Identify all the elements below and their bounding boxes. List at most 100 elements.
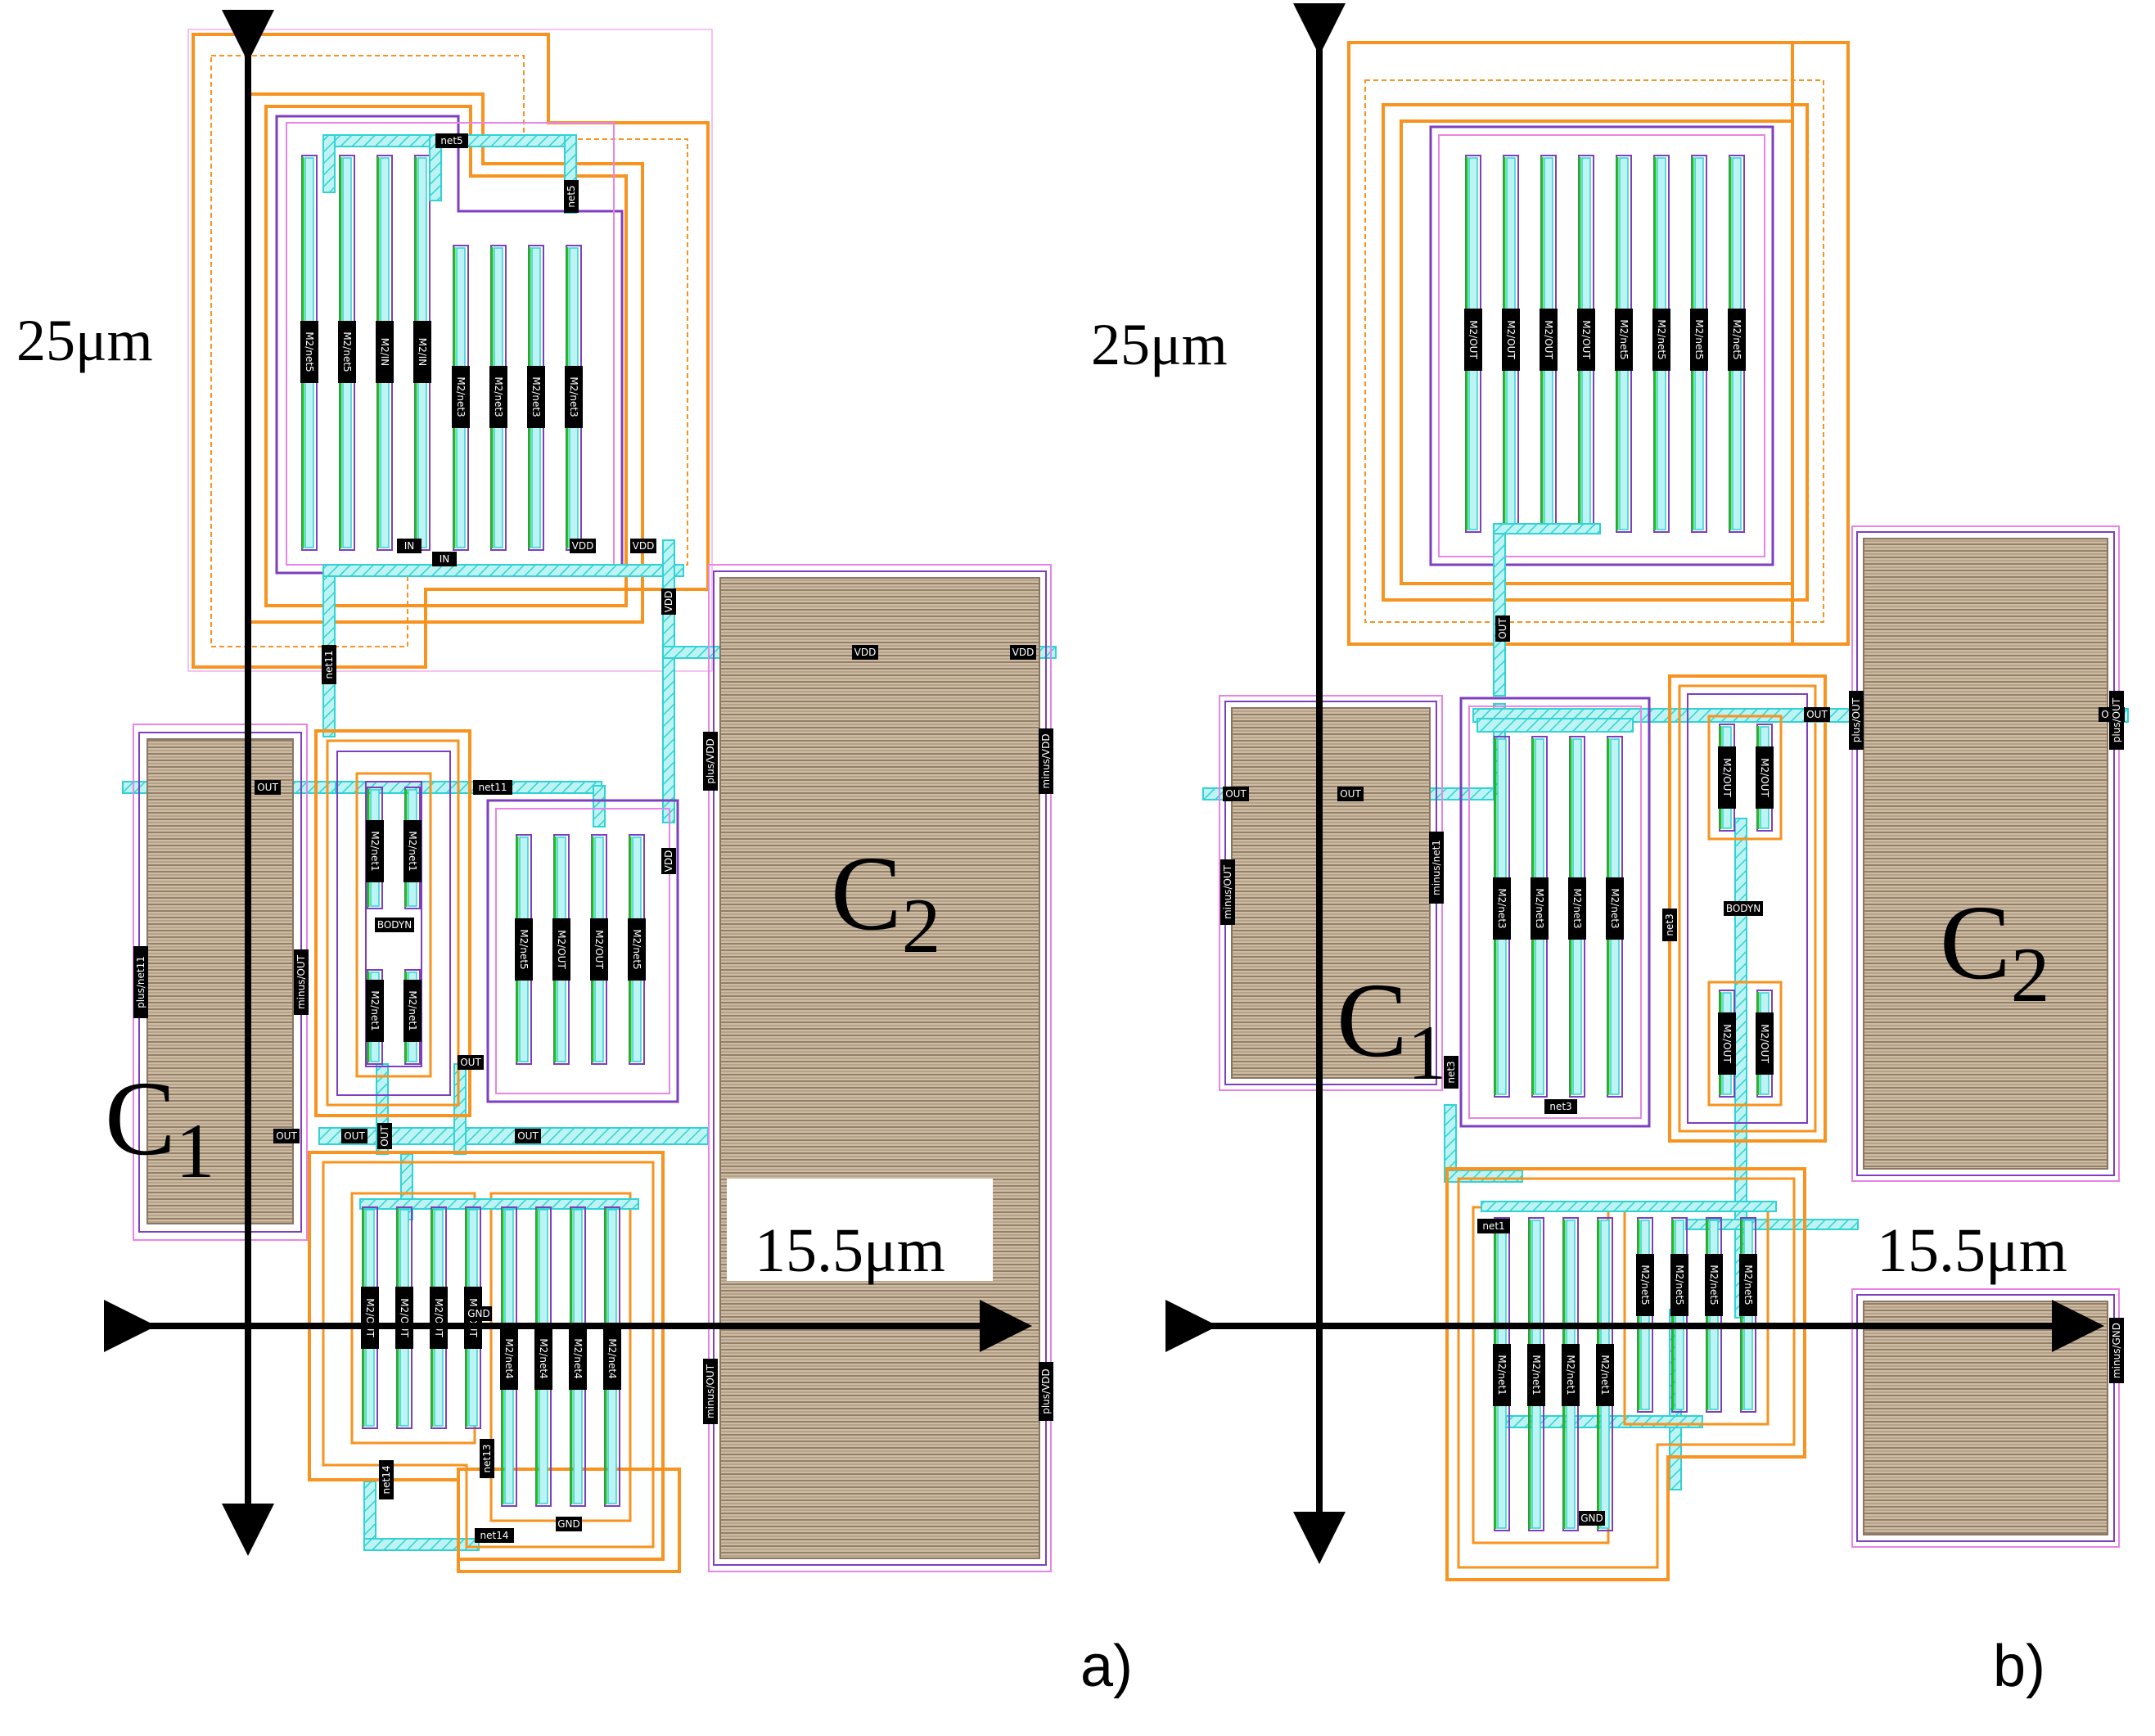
- finger-label: M2/net1: [1531, 1355, 1542, 1395]
- net-label: minus/OUT: [295, 954, 307, 1009]
- finger-label: M2/net4: [503, 1338, 515, 1378]
- net-label-bg: [703, 732, 718, 791]
- finger-label: M2/net4: [538, 1338, 549, 1378]
- net-label: minus/GND: [2111, 1323, 2122, 1378]
- c2-main: C: [831, 835, 902, 953]
- finger-label-bg: [1493, 1344, 1511, 1406]
- net-label-bg: [1429, 832, 1444, 904]
- net-label: VDD: [633, 540, 655, 552]
- finger-label-bg: [489, 366, 507, 428]
- net-label: VDD: [663, 591, 674, 613]
- finger-label: M2/OUT: [556, 930, 567, 969]
- net-label: minus/net1: [1431, 840, 1442, 895]
- finger-label: M2/net3: [1496, 888, 1508, 928]
- net-label-bg: [273, 1129, 300, 1143]
- net-label: OUT: [344, 1130, 365, 1142]
- finger-label: M2/net3: [1609, 888, 1621, 928]
- finger-label: M2/net5: [304, 331, 315, 372]
- finger-label-bg: [376, 321, 394, 383]
- net-label: VDD: [663, 850, 674, 873]
- finger-label-bg: [452, 366, 470, 428]
- finger-label-bg: [366, 980, 384, 1042]
- finger-label: M2/net1: [369, 990, 381, 1030]
- finger-label: M2/net1: [1599, 1355, 1611, 1395]
- panel-b-dim-arrows: [1165, 3, 2104, 1564]
- finger-label-bg: [1756, 1012, 1774, 1075]
- panel-a-c1-label: C1: [105, 1060, 214, 1194]
- finger-label: M2/OUT: [364, 1298, 376, 1337]
- finger-label-bg: [403, 820, 422, 882]
- net-label: OUT: [1806, 709, 1828, 720]
- finger-label-bg: [1652, 309, 1670, 371]
- net-label-bg: [375, 918, 414, 932]
- net-label-bg: [432, 552, 457, 566]
- finger-label: M2/net4: [572, 1338, 584, 1378]
- finger-label-bg: [338, 321, 356, 383]
- panel-b-label: b): [1993, 1634, 2045, 1699]
- finger-label: M2/net3: [1571, 888, 1583, 928]
- finger-label: M2/OUT: [593, 930, 605, 969]
- net-label-bg: [630, 539, 656, 553]
- net-label: BODYN: [1726, 903, 1761, 914]
- net-label: GND: [1580, 1513, 1603, 1524]
- finger-label: M2/net5: [518, 929, 530, 969]
- c1-sub: 1: [176, 1107, 215, 1194]
- finger-label-bg: [300, 321, 318, 383]
- finger-label-bg: [1690, 309, 1708, 371]
- net-label-bg: [1544, 1099, 1577, 1114]
- net-label: OUT: [517, 1130, 539, 1142]
- finger-label: M2/OUT: [1505, 320, 1517, 359]
- panel-a-width-dim: 15.5μm: [755, 1216, 945, 1285]
- finger-label: M2/IN: [417, 338, 428, 367]
- net-label-bg: [377, 1123, 392, 1149]
- finger-label-bg: [413, 321, 431, 383]
- finger-label: M2/net5: [631, 929, 642, 969]
- finger-label: M2/net3: [455, 377, 467, 417]
- finger-label: M2/IN: [379, 338, 390, 367]
- b-c1-sub: 1: [1408, 1009, 1447, 1096]
- net-label: VDD: [854, 647, 877, 658]
- net-label-bg: [515, 1129, 541, 1143]
- net-label: plus/net11: [135, 956, 147, 1008]
- b-c1-main: C: [1337, 962, 1408, 1080]
- net-label: minus/OUT: [1222, 864, 1233, 919]
- net-label: OUT: [1340, 788, 1361, 800]
- finger-label: M2/OUT: [433, 1298, 444, 1337]
- net-label: BODYN: [377, 919, 412, 931]
- net-label: IN: [404, 540, 415, 552]
- finger-label: M2/OUT: [1543, 320, 1554, 359]
- finger-label-bg: [590, 918, 608, 981]
- finger-label: M2/net3: [530, 377, 542, 417]
- net-label: IN: [440, 553, 450, 565]
- finger-label-bg: [1568, 877, 1586, 940]
- net-label: net14: [480, 1530, 509, 1541]
- net-label-bg: [1039, 728, 1053, 794]
- net-label-bg: [1804, 707, 1830, 722]
- finger-label: M2/net1: [369, 831, 381, 871]
- finger-label-bg: [1756, 746, 1774, 809]
- panel-a-c2-label: C2: [831, 835, 940, 969]
- net-label-bg: [435, 133, 468, 148]
- net-label: net11: [323, 651, 335, 679]
- finger-label: M2/net1: [407, 831, 418, 871]
- net-label-bg: [1495, 615, 1510, 642]
- finger-label-bg: [552, 918, 570, 981]
- net-label-bg: [564, 180, 579, 213]
- net-label: plus/VDD: [705, 738, 716, 784]
- net-label-bg: [341, 1129, 367, 1143]
- net-label: plus/OUT: [1851, 697, 1862, 742]
- finger-label: M2/net4: [606, 1338, 618, 1378]
- net-label: minus/OUT: [705, 1364, 716, 1418]
- panel-b-net-labels: OUTOUTOUTOUTOUTnet3net3net3BODYNnet1GNDm…: [1220, 615, 2125, 1526]
- net-label: plus/OUT: [2111, 697, 2122, 742]
- finger-label: M2/OUT: [1759, 1024, 1770, 1063]
- finger-label: M2/OUT: [1580, 320, 1592, 359]
- finger-label-bg: [1502, 309, 1520, 371]
- net-label-bg: [133, 946, 148, 1018]
